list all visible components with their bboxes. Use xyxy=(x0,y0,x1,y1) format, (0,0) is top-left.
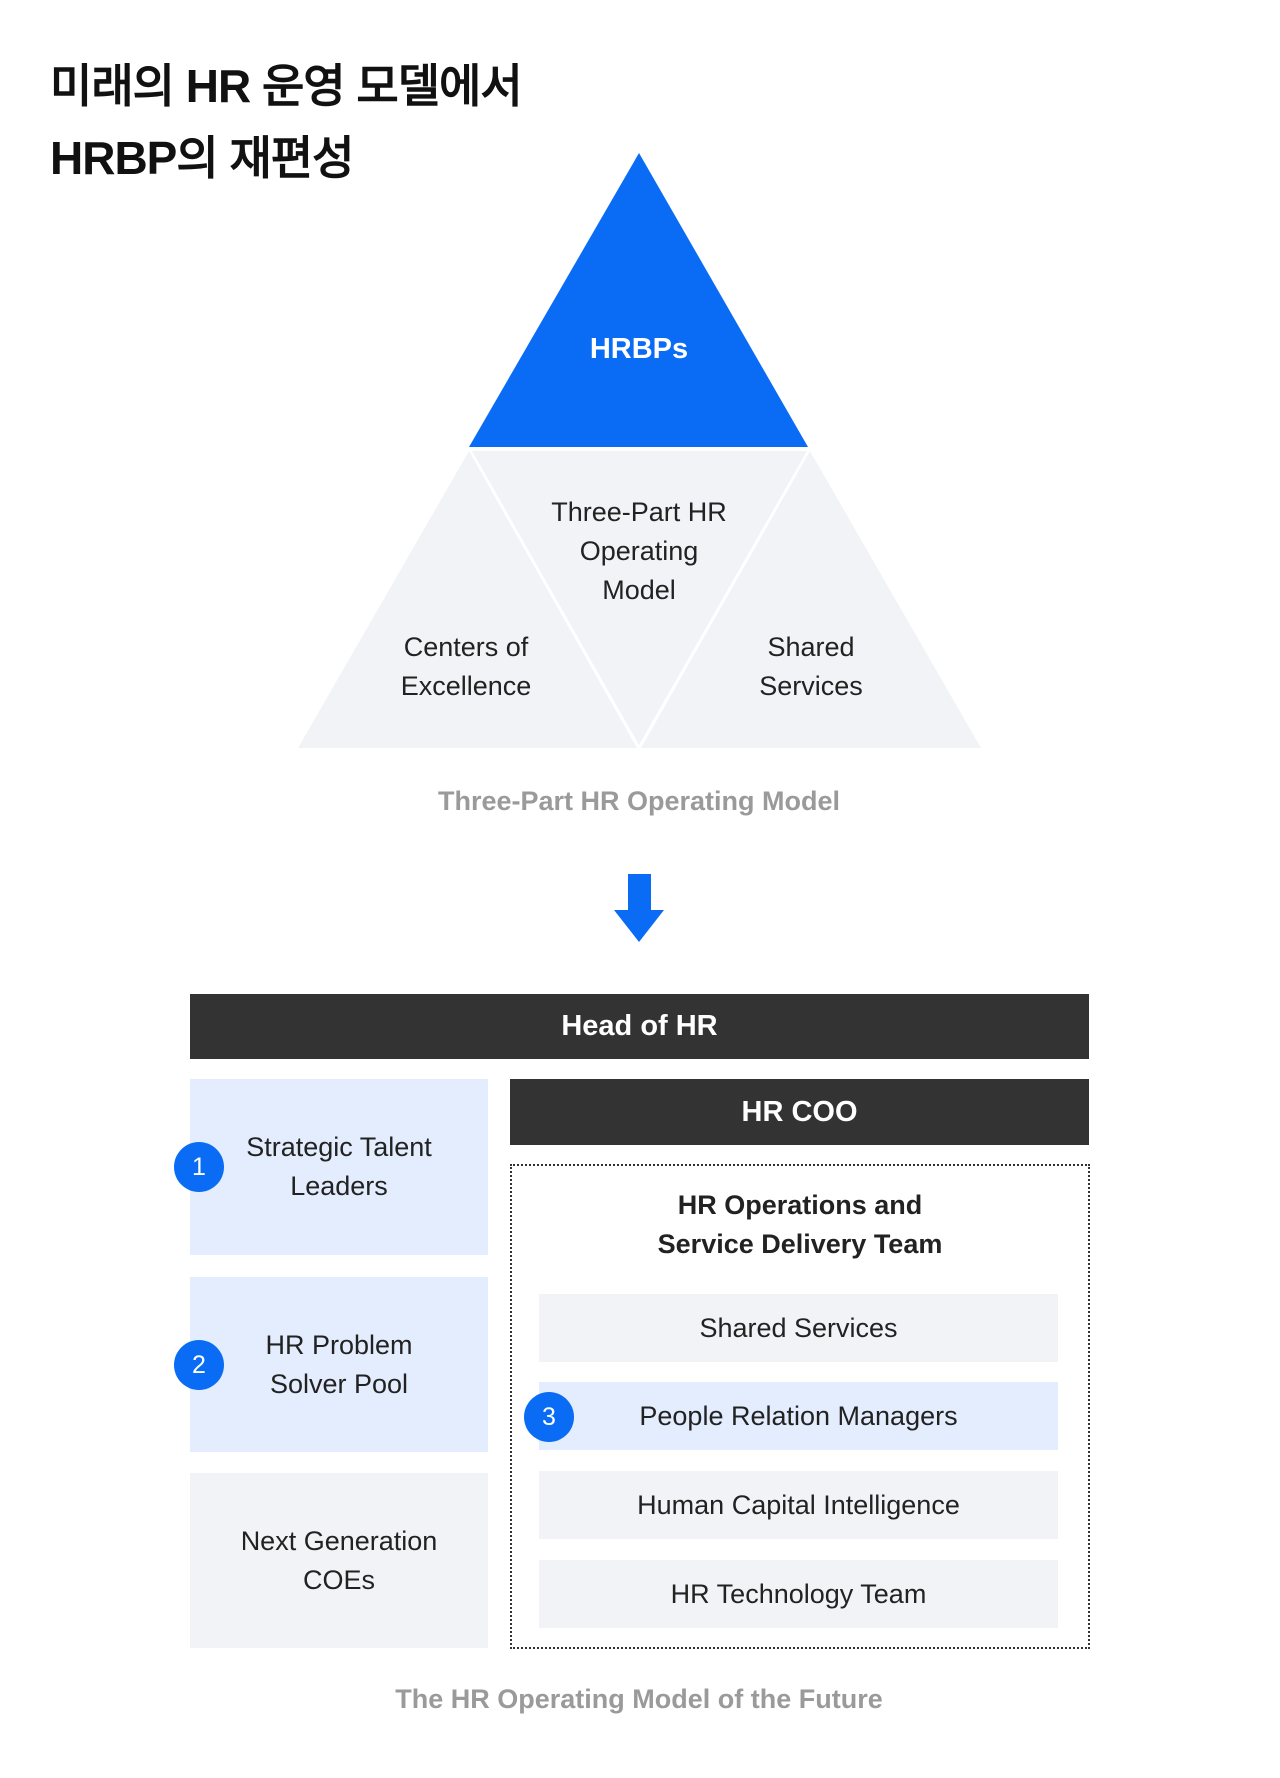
next-generation-coes-box: Next Generation COEs xyxy=(190,1473,488,1648)
team-title-line: Service Delivery Team xyxy=(657,1229,943,1259)
right-triangle-label: Shared Services xyxy=(691,628,931,706)
left-label-line: Excellence xyxy=(400,671,532,701)
team-item-people-relation-managers: People Relation Managers xyxy=(539,1382,1058,1450)
down-arrow-icon xyxy=(614,874,664,942)
team-item-shared-services: Shared Services xyxy=(539,1294,1058,1362)
number-badge-3: 3 xyxy=(524,1392,574,1442)
right-label-line: Services xyxy=(759,671,863,701)
service-delivery-team-title: HR Operations and Service Delivery Team xyxy=(560,1186,1040,1264)
box-label-line: Solver Pool xyxy=(269,1368,409,1399)
pyramid-top-hrbps xyxy=(469,153,808,447)
box-label-line: Next Generation xyxy=(240,1525,438,1556)
center-label-line: Three-Part HR xyxy=(551,497,727,527)
left-triangle-label: Centers of Excellence xyxy=(346,628,586,706)
left-label-line: Centers of xyxy=(403,632,529,662)
service-delivery-team-container xyxy=(510,1164,1090,1649)
box-label-line: Strategic Talent xyxy=(246,1132,432,1162)
number-badge-1: 1 xyxy=(174,1142,224,1192)
pyramid-caption: Three-Part HR Operating Model xyxy=(437,786,841,816)
page-title-line-1: 미래의 HR 운영 모델에서 xyxy=(50,60,523,112)
team-title-line: HR Operations and xyxy=(677,1190,923,1220)
box-label-line: HR Problem xyxy=(265,1329,413,1360)
strategic-talent-leaders-box: Strategic Talent Leaders xyxy=(190,1079,488,1255)
box-label-line: COEs xyxy=(302,1564,375,1595)
pyramid-right-shared xyxy=(641,451,981,748)
center-label-line: Model xyxy=(602,575,676,605)
number-badge-2: 2 xyxy=(174,1340,224,1390)
team-item-hr-technology-team: HR Technology Team xyxy=(539,1560,1058,1628)
page-title: 미래의 HR 운영 모델에서 HRBP의 재편성 xyxy=(50,50,850,194)
right-label-line: Shared xyxy=(767,632,855,662)
page-title-line-2: HRBP의 재편성 xyxy=(50,132,354,184)
pyramid-left-coe xyxy=(298,451,637,748)
head-of-hr-bar: Head of HR xyxy=(190,994,1089,1059)
center-label-line: Operating xyxy=(579,536,699,566)
org-chart-caption: The HR Operating Model of the Future xyxy=(395,1684,883,1714)
center-triangle-label: Three-Part HR Operating Model xyxy=(509,493,769,610)
hr-problem-solver-pool-box: HR Problem Solver Pool xyxy=(190,1277,488,1452)
hrbps-label: HRBPs xyxy=(589,333,689,365)
box-label-line: Leaders xyxy=(290,1171,388,1201)
pyramid-center-model xyxy=(472,451,807,745)
hr-coo-bar: HR COO xyxy=(510,1079,1089,1145)
team-item-human-capital-intelligence: Human Capital Intelligence xyxy=(539,1471,1058,1539)
